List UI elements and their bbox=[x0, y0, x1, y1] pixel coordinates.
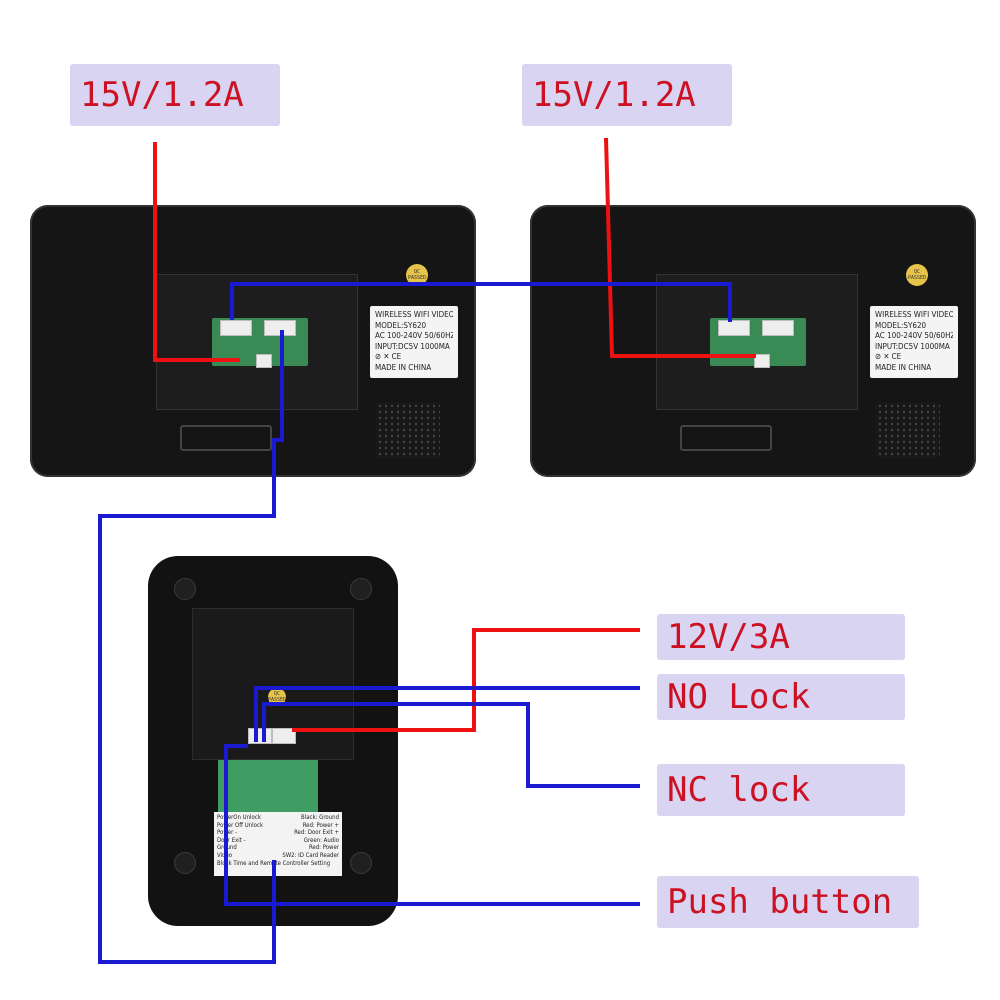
monitor-2-qc-badge: QC PASSED bbox=[906, 264, 928, 286]
spec-line: WIRELESS WIFI VIDEO DOORBELL bbox=[375, 310, 453, 319]
monitor-1-power-jack bbox=[256, 354, 272, 368]
doorbell-power-label: 12V/3A bbox=[657, 614, 905, 660]
no-lock-label: NO Lock bbox=[657, 674, 905, 720]
monitor-2-spec-label: WIRELESS WIFI VIDEO DOORBELL MODEL:SY620… bbox=[870, 306, 958, 378]
monitor-1-power-wire bbox=[153, 142, 240, 362]
doorbell-qc-badge: QC PASSED bbox=[268, 688, 286, 706]
spec-line: MODEL:SY620 bbox=[875, 320, 927, 330]
spec-line: INPUT:DC5V 1000MA bbox=[375, 341, 450, 351]
monitor-1-spec-label: WIRELESS WIFI VIDEO DOORBELL MODEL:SY620… bbox=[370, 306, 458, 378]
doorbell-screw-top-right bbox=[350, 578, 372, 600]
monitor-2-speaker-grille bbox=[876, 402, 940, 458]
doorbell-connector-right bbox=[272, 728, 296, 744]
spec-line: AC 100-240V 50/60HZ bbox=[375, 331, 453, 340]
spec-line: ⊘ ✕ CE bbox=[875, 352, 902, 361]
doorbell-screw-bottom-left bbox=[174, 852, 196, 874]
monitor-2-stand bbox=[680, 425, 772, 451]
no-lock-wire bbox=[254, 686, 640, 742]
push-button-label: Push button bbox=[657, 876, 919, 928]
monitor-1-stand bbox=[180, 425, 272, 451]
doorbell-screw-bottom-right bbox=[350, 852, 372, 874]
monitor-2-connector-left bbox=[718, 320, 750, 336]
spec-line: MADE IN CHINA bbox=[375, 362, 432, 372]
monitor-link-wire bbox=[230, 282, 732, 322]
wiring-row: Door Exit -Green: Audio bbox=[217, 836, 339, 844]
monitor-1-power-label: 15V/1.2A bbox=[70, 64, 280, 126]
push-button-wire bbox=[224, 744, 640, 906]
spec-line: MODEL:SY620 bbox=[375, 320, 427, 330]
doorbell-screw-top-left bbox=[174, 578, 196, 600]
nc-lock-wire bbox=[262, 702, 640, 788]
spec-line: AC 100-240V 50/60HZ bbox=[875, 331, 953, 340]
monitor-2-power-label: 15V/1.2A bbox=[522, 64, 732, 126]
doorbell-power-wire bbox=[292, 628, 640, 732]
monitor-1-connector-left bbox=[220, 320, 252, 336]
monitor-2-power-wire bbox=[604, 137, 756, 358]
spec-line: ⊘ ✕ CE bbox=[375, 352, 402, 361]
monitor-2-connector-right bbox=[762, 320, 794, 336]
monitor-to-doorbell-wire bbox=[98, 330, 284, 964]
spec-line: INPUT:DC5V 1000MA bbox=[875, 341, 950, 351]
spec-line: WIRELESS WIFI VIDEO DOORBELL bbox=[875, 310, 953, 319]
monitor-1-qc-badge: QC PASSED bbox=[406, 264, 428, 286]
spec-line: MADE IN CHINA bbox=[875, 362, 932, 372]
nc-lock-label: NC lock bbox=[657, 764, 905, 816]
monitor-1-speaker-grille bbox=[376, 402, 440, 458]
monitor-2-power-jack bbox=[754, 354, 770, 368]
